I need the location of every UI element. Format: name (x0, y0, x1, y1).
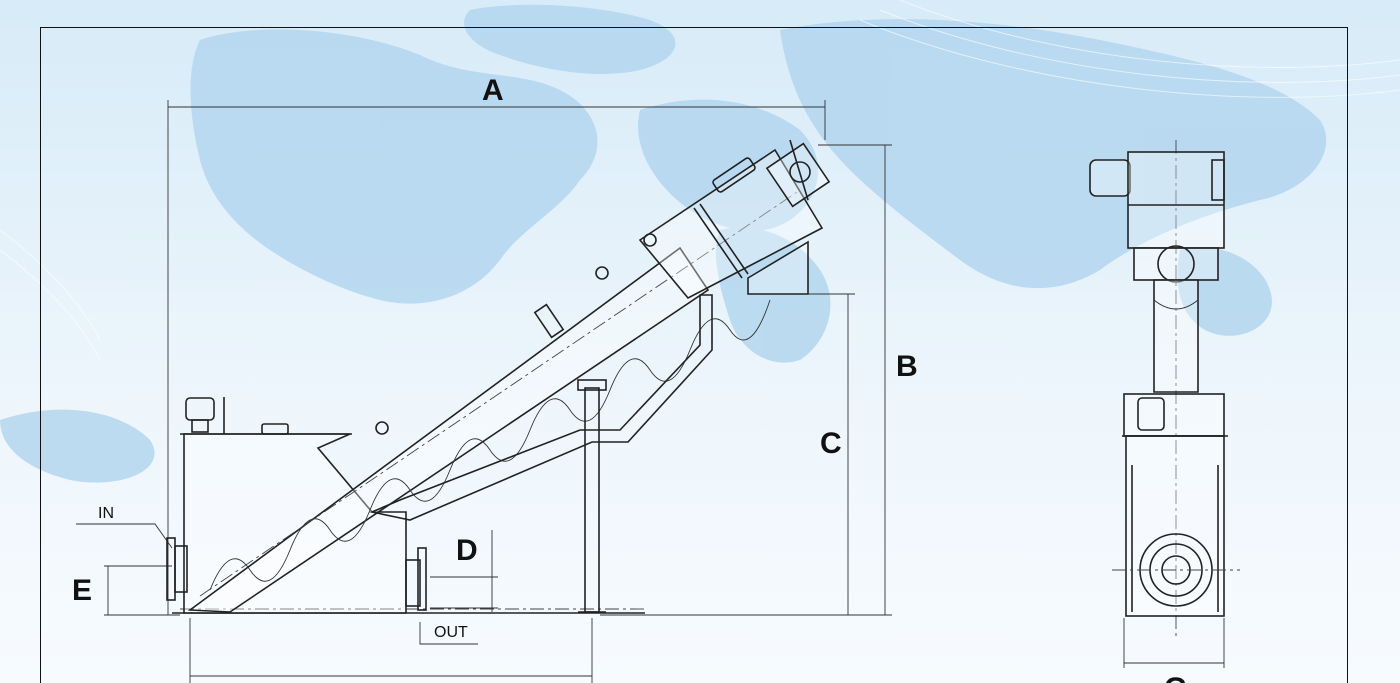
front-view: G (1089, 140, 1240, 683)
dimension-label-e: E (72, 574, 92, 607)
front-outlet (1112, 533, 1240, 607)
outlet-flange (405, 547, 427, 611)
side-view: A B C D E (72, 74, 918, 683)
inlet-flange (166, 537, 188, 601)
dimension-label-c: C (820, 427, 842, 460)
dimension-a (167, 100, 826, 615)
dimension-g (1123, 618, 1225, 668)
dimension-label-a: A (482, 74, 504, 107)
drawing-frame (40, 27, 1348, 683)
screw-tube (187, 189, 801, 613)
dimension-label-d: D (456, 534, 478, 567)
support-frame (369, 294, 713, 613)
dimension-c (800, 293, 855, 615)
front-tube (1153, 279, 1199, 393)
inlet-label: IN (98, 505, 114, 522)
dimension-b (600, 144, 892, 616)
dimension-d (430, 530, 498, 612)
tank (180, 397, 407, 614)
upper-housing (638, 148, 824, 300)
dimension-label-b: B (896, 350, 918, 383)
inlet-leader (76, 523, 173, 549)
dimension-bottom (189, 618, 593, 683)
front-tank (1122, 393, 1228, 617)
outlet-leader (419, 622, 478, 645)
front-motor (1089, 151, 1225, 249)
drive-motor (765, 139, 831, 208)
dimension-e (104, 565, 180, 616)
dimension-label-g: G (1164, 672, 1187, 683)
continents (0, 4, 1327, 483)
discharge-chute (747, 240, 809, 295)
outlet-label: OUT (434, 624, 468, 641)
map-swoosh-lines (0, 0, 1400, 361)
front-flange (1133, 245, 1219, 283)
